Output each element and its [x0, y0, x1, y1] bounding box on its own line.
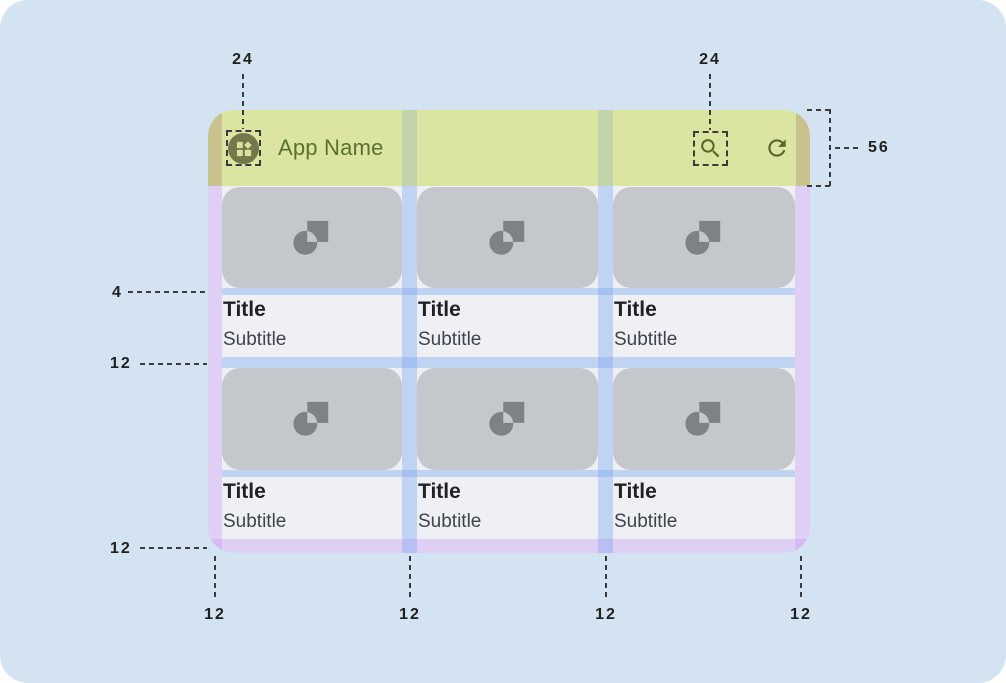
measurement-label-icon-right: 24 [699, 51, 721, 68]
app-menu-button[interactable] [228, 133, 259, 164]
card-subtitle: Subtitle [418, 329, 482, 350]
measurement-tick [807, 185, 831, 187]
bar-gutter-overlay [402, 110, 417, 186]
measurement-box-app-icon [226, 130, 261, 166]
measurement-line [605, 556, 607, 601]
card-text-block: Title Subtitle [613, 477, 795, 539]
measurement-line [128, 291, 207, 293]
image-placeholder-icon [488, 401, 524, 436]
measurement-line [409, 556, 411, 601]
measurement-label-margin: 12 [204, 606, 226, 623]
card-image[interactable] [222, 368, 402, 470]
card-subtitle: Subtitle [418, 511, 482, 532]
measurement-label-gap: 4 [112, 284, 123, 301]
card-text-block: Title Subtitle [222, 295, 402, 357]
measurement-line [800, 556, 802, 601]
card-title: Title [223, 298, 266, 321]
measurement-label-row-gap: 12 [110, 355, 132, 372]
search-button[interactable] [698, 136, 723, 166]
card-title: Title [223, 480, 266, 503]
measurement-label-margin: 12 [790, 606, 812, 623]
card-image[interactable] [417, 368, 598, 470]
measurement-label-gutter: 12 [399, 606, 421, 623]
card-subtitle: Subtitle [614, 329, 678, 350]
measurement-label-bottom-margin: 12 [110, 540, 132, 557]
image-placeholder-icon [685, 401, 721, 436]
right-margin-overlay [795, 186, 810, 553]
card-subtitle: Subtitle [223, 511, 287, 532]
card-title: Title [418, 480, 461, 503]
card-image[interactable] [613, 187, 795, 288]
gutter-overlay [402, 186, 417, 553]
measurement-line [829, 109, 831, 187]
card-image[interactable] [613, 368, 795, 470]
bar-gutter-overlay [598, 110, 613, 186]
bar-margin-overlay-right [796, 110, 810, 186]
card-title: Title [614, 298, 657, 321]
measurement-line [709, 74, 711, 130]
measurement-line [140, 547, 207, 549]
gutter-overlay [598, 186, 613, 553]
refresh-button[interactable] [764, 135, 790, 166]
measurement-box-search-icon [693, 131, 728, 166]
left-margin-overlay [208, 186, 222, 553]
card-image[interactable] [417, 187, 598, 288]
refresh-icon [768, 139, 786, 157]
card-subtitle: Subtitle [614, 511, 678, 532]
bar-margin-overlay-left [208, 110, 222, 186]
card-text-block: Title Subtitle [613, 295, 795, 357]
gap-overlay-4 [222, 288, 795, 295]
measurement-line [835, 147, 862, 149]
measurement-tick [807, 109, 831, 111]
app-name-title: App Name [278, 135, 384, 160]
row-gap-overlay-12 [222, 357, 795, 368]
measurement-line [140, 363, 207, 365]
measurement-line [214, 556, 216, 601]
measurement-label-icon-left: 24 [232, 51, 254, 68]
measurement-line [242, 74, 244, 129]
gap-overlay-4 [222, 470, 795, 477]
measurement-label-gutter: 12 [595, 606, 617, 623]
dashboard-icon [236, 140, 252, 156]
card-title: Title [418, 298, 461, 321]
search-icon [701, 139, 720, 158]
image-placeholder-icon [293, 220, 329, 255]
card-subtitle: Subtitle [223, 329, 287, 350]
image-placeholder-icon [293, 401, 329, 436]
image-placeholder-icon [685, 220, 721, 255]
card-text-block: Title Subtitle [417, 295, 598, 357]
card-text-block: Title Subtitle [222, 477, 402, 539]
card-title: Title [614, 480, 657, 503]
measurement-label-bar-height: 56 [868, 139, 890, 156]
card-text-block: Title Subtitle [417, 477, 598, 539]
bottom-margin-overlay [208, 539, 810, 553]
card-image[interactable] [222, 187, 402, 288]
image-placeholder-icon [488, 220, 524, 255]
app-mockup: Title Subtitle Title Subtitle Title Subt… [208, 110, 810, 553]
